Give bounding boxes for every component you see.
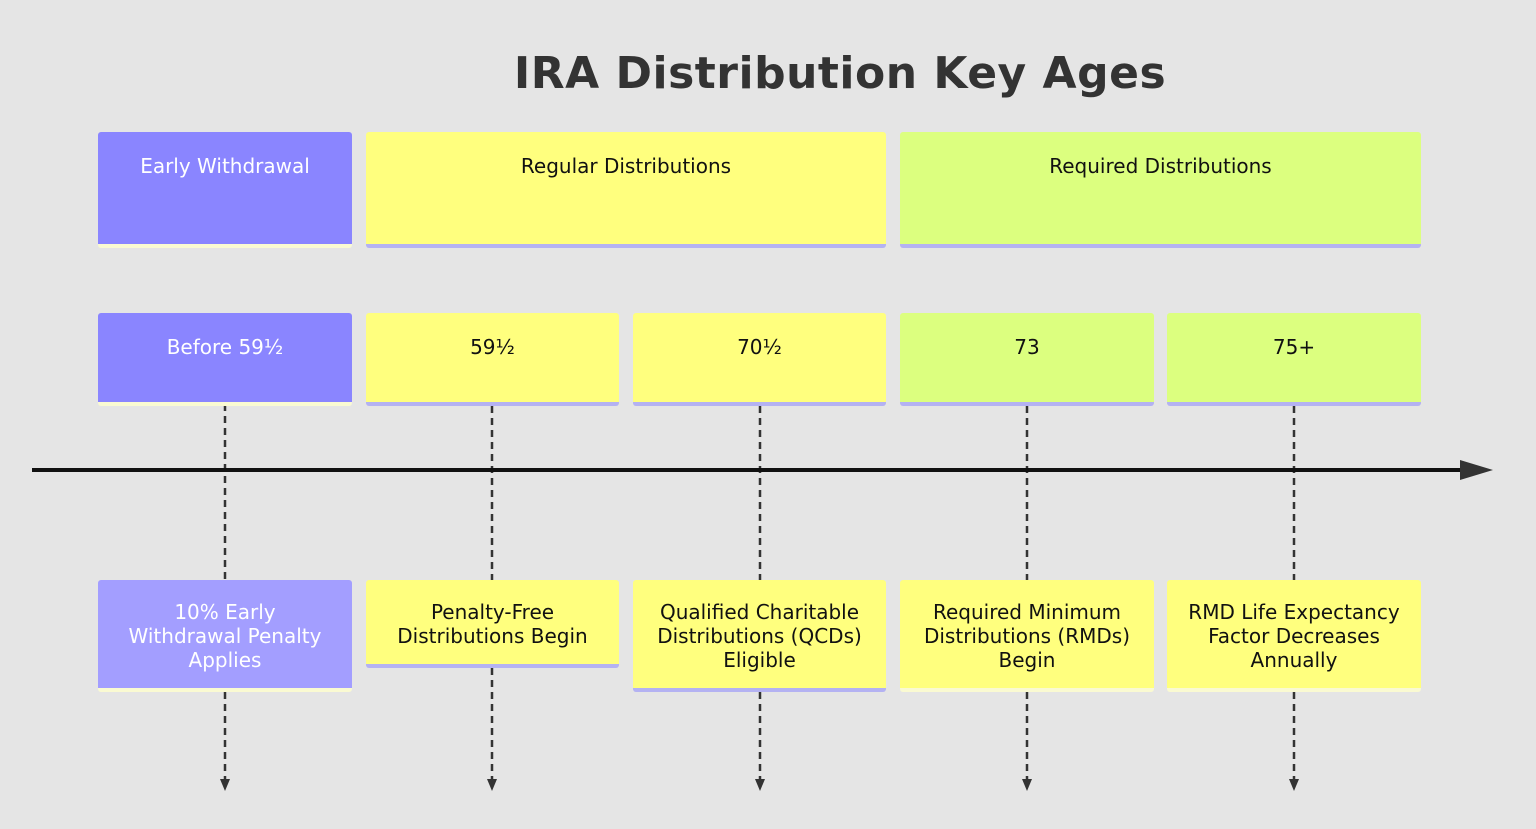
- period-label: 70½: [737, 335, 782, 359]
- event-text-line: Distributions (RMDs): [923, 624, 1131, 648]
- period-label: Before 59½: [166, 335, 284, 359]
- period-before-59-half: Before 59½: [98, 313, 352, 406]
- arrow-down-icon: [755, 779, 765, 791]
- section-early-withdrawal: Early Withdrawal: [98, 132, 352, 248]
- event-text-line: Penalty-Free: [430, 600, 555, 624]
- section-label: Required Distributions: [1049, 154, 1272, 178]
- section-label: Regular Distributions: [520, 154, 732, 178]
- event-text-line: Distributions Begin: [397, 624, 588, 648]
- period-59-half: 59½: [366, 313, 619, 406]
- event-text-line: Applies: [188, 648, 262, 672]
- arrow-down-icon: [220, 779, 230, 791]
- event-rmd-factor-decreases: RMD Life Expectancy Factor Decreases Ann…: [1167, 580, 1421, 692]
- period-75-plus: 75+: [1167, 313, 1421, 406]
- period-70-half: 70½: [633, 313, 886, 406]
- event-text-line: 10% Early: [174, 600, 276, 624]
- event-text-line: Annually: [1250, 648, 1338, 672]
- event-text-line: RMD Life Expectancy: [1188, 600, 1400, 624]
- event-text-line: Distributions (QCDs): [657, 624, 862, 648]
- period-label: 75+: [1272, 335, 1316, 359]
- period-label: 73: [1014, 335, 1040, 359]
- section-label: Early Withdrawal: [140, 154, 310, 178]
- event-text-line: Eligible: [723, 648, 796, 672]
- event-penalty-free-distributions: Penalty-Free Distributions Begin: [366, 580, 619, 668]
- event-early-withdrawal-penalty: 10% Early Withdrawal Penalty Applies: [98, 580, 352, 692]
- event-text-line: Begin: [998, 648, 1056, 672]
- period-73: 73: [900, 313, 1154, 406]
- event-text-line: Qualified Charitable: [659, 600, 860, 624]
- section-regular-distributions: Regular Distributions: [366, 132, 886, 248]
- event-qcds-eligible: Qualified Charitable Distributions (QCDs…: [633, 580, 886, 692]
- event-rmds-begin: Required Minimum Distributions (RMDs) Be…: [900, 580, 1154, 692]
- arrow-down-icon: [487, 779, 497, 791]
- arrow-down-icon: [1022, 779, 1032, 791]
- timeline-arrow-icon: [1460, 460, 1493, 480]
- arrow-down-icon: [1289, 779, 1299, 791]
- section-required-distributions: Required Distributions: [900, 132, 1421, 248]
- event-text-line: Required Minimum: [932, 600, 1122, 624]
- event-text-line: Withdrawal Penalty: [128, 624, 322, 648]
- period-label: 59½: [470, 335, 515, 359]
- event-text-line: Factor Decreases: [1208, 624, 1380, 648]
- diagram-title: IRA Distribution Key Ages: [513, 48, 1167, 99]
